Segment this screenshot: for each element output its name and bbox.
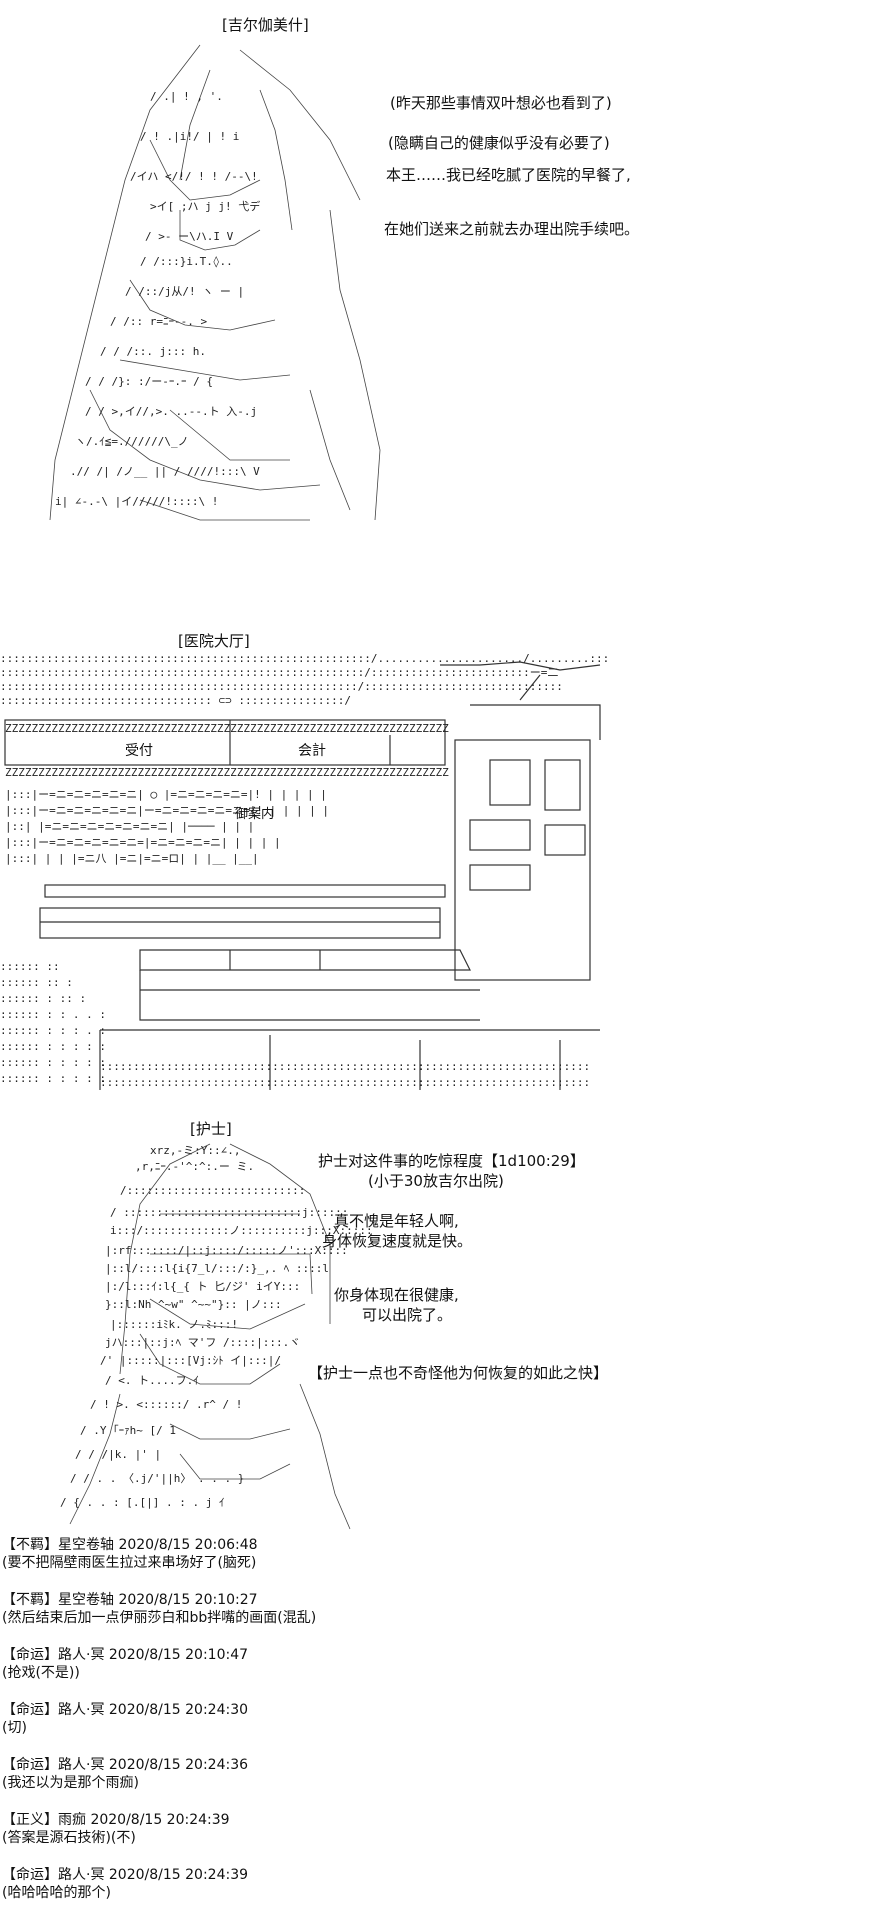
comment-item: 【不羁】星空卷轴 2020/8/15 20:06:48 (要不把隔壁雨医生拉过来… — [2, 1536, 258, 1572]
svg-text::::::: : : : . :: :::::: : : : . : — [0, 1024, 106, 1037]
svg-text::::::: : : : : :: :::::: : : : : : — [0, 1040, 106, 1053]
svg-text:i:::/:::::::::::::ノ::::::::::j: i:::/:::::::::::::ノ::::::::::j:::X::::::… — [110, 1224, 370, 1237]
svg-text:}::l:Nh ^~w" ^~~"}:: |ノ:::: }::l:Nh ^~w" ^~~"}:: |ノ::: — [105, 1298, 282, 1311]
svg-text:>イ[ ;ハ j j! 弋デ: >イ[ ;ハ j j! 弋デ — [150, 199, 260, 213]
svg-text:ZZZZZZZZZZZZZZZZZZZZZZZZZZZZZZ: ZZZZZZZZZZZZZZZZZZZZZZZZZZZZZZZZZZZZZZZZ… — [5, 766, 449, 779]
comment-item: 【不羁】星空卷轴 2020/8/15 20:10:27 (然后结束后加一点伊丽莎… — [2, 1591, 316, 1627]
comment-body: (然后结束后加一点伊丽莎白和bb拌嘴的画面(混乱) — [2, 1610, 317, 1626]
scene3-line: 护士对这件事的吃惊程度【1d100:29】 — [318, 1152, 585, 1170]
svg-text:|::::::iﾐk. ノ.ﾐ:::!: |::::::iﾐk. ノ.ﾐ:::! — [110, 1318, 238, 1331]
scene3-line: (小于30放吉尔出院) — [368, 1172, 504, 1190]
comment-header: 【命运】路人·冥 2020/8/15 20:24:36 — [2, 1757, 249, 1773]
scene3-line: 身体恢复速度就是快。 — [322, 1232, 473, 1250]
svg-text:/ >- ー\ハ.I V: / >- ー\ハ.I V — [145, 230, 234, 243]
svg-text::::::: ::: :::::: :: — [0, 960, 60, 973]
comment-body: (切) — [2, 1720, 27, 1736]
scene-title: [护士] — [190, 1120, 232, 1138]
svg-text:::::::::::::::::::::::::::::::: :::::::::::::::::::::::::::::::: ⊂⊃ ::::… — [0, 694, 351, 707]
scene-gilgamesh: [吉尔伽美什] / .| ! , '. / ! .|i!/ | ! i /イハ … — [0, 0, 890, 521]
svg-text:::::::::::::::::::::::::::::::: ::::::::::::::::::::::::::::::::::::::::… — [100, 1060, 590, 1073]
scene3-line: 【护士一点也不奇怪他为何恢复的如此之快】 — [308, 1364, 609, 1382]
comment-body: (哈哈哈哈的那个) — [2, 1885, 111, 1901]
comment-body: (要不把隔壁雨医生拉过来串场好了(脑死) — [2, 1555, 257, 1571]
svg-text:/ / >,イ//,>. ..--.ト 入-.j: / / >,イ//,>. ..--.ト 入-.j — [85, 405, 257, 418]
svg-text:i| ∠-.-\ |イ/////!::::\ !: i| ∠-.-\ |イ/////!::::\ ! — [55, 495, 218, 508]
svg-text:::::::::::::::::::::::::::::::: ::::::::::::::::::::::::::::::::::::::::… — [0, 680, 563, 693]
information-sign: 御案内 — [235, 806, 274, 821]
svg-text:|:::|ー=ニ=ニ=ニ=ニ=ニ| ◯ |=ニ=ニ=ニ=ニ=: |:::|ー=ニ=ニ=ニ=ニ=ニ| ◯ |=ニ=ニ=ニ=ニ=|! | | | |… — [5, 788, 327, 801]
comment-item: 【命运】路人·冥 2020/8/15 20:10:47 (抢戏(不是)) — [2, 1646, 248, 1682]
svg-text:/:::::::::::::::::::::::::::: /::::::::::::::::::::::::::: — [120, 1184, 305, 1197]
scene3-line: 可以出院了。 — [362, 1306, 453, 1324]
svg-text:/ /:: r=ﾆｰ--. >: / /:: r=ﾆｰ--. > — [110, 315, 207, 328]
svg-text:|::| |=ニ=ニ=ニ=ニ=ニ=ニ=ニ| |────: |::| |=ニ=ニ=ニ=ニ=ニ=ニ=ニ| |──── | | | — [5, 820, 254, 833]
comment-item: 【命运】路人·冥 2020/8/15 20:24:30 (切) — [2, 1701, 248, 1737]
svg-text:.// /| /ノ__ || / ////!:::\ V: .// /| /ノ__ || / ////!:::\ V — [70, 465, 260, 478]
svg-text:/ :::::::::::::::::::::::::::j: / :::::::::::::::::::::::::::j:::::: — [110, 1206, 348, 1219]
svg-text:/ ! .|i!/ | ! i: / ! .|i!/ | ! i — [140, 130, 239, 143]
hospital-hall-ascii-art: ::::::::::::::::::::::::::::::::::::::::… — [0, 652, 609, 1090]
svg-text:/ / /|k. |' |: / / /|k. |' | — [75, 1448, 161, 1461]
comment-item: 【命运】路人·冥 2020/8/15 20:24:36 (我还以为是那个雨痂) — [2, 1756, 248, 1792]
scene1-line: (隐瞒自己的健康似乎没有必要了) — [388, 134, 610, 152]
svg-text:ヽ/.ｲ≦=.//////\_ノ: ヽ/.ｲ≦=.//////\_ノ — [75, 435, 189, 448]
svg-text:xrz,-ミ:Y::∠.,: xrz,-ミ:Y::∠., — [150, 1144, 240, 1157]
scene1-line: (昨天那些事情双叶想必也看到了) — [390, 94, 612, 112]
svg-text::::::: : : . . :: :::::: : : . . : — [0, 1008, 106, 1021]
scene3-line: 你身体现在很健康, — [334, 1286, 459, 1304]
svg-text:|::l/::::l{i{7_l/:::/:}_,. ﾍ :: |::l/::::l{i{7_l/:::/:}_,. ﾍ ::::l — [105, 1262, 329, 1275]
svg-text:/ { . . : [.[|] . : .: / { . . : [.[|] . : . j ｲ — [60, 1496, 224, 1509]
svg-text:/ .| ! , '.: / .| ! , '. — [150, 90, 223, 103]
svg-text:::::::::::::::::::::::::::::::: ::::::::::::::::::::::::::::::::::::::::… — [0, 652, 609, 665]
svg-text:|:rf:::::::/|::j::::/:::::ノ'::: |:rf:::::::/|::j::::/:::::ノ':::X:::: — [105, 1244, 348, 1257]
comment-header: 【不羁】星空卷轴 2020/8/15 20:10:27 — [2, 1592, 258, 1608]
svg-text:/ / . . 〈.j/'||h〉 . .: / / . . 〈.j/'||h〉 . . . } — [70, 1472, 244, 1485]
nurse-ascii-art: xrz,-ミ:Y::∠., ,r,ﾆｰ.-'^:^:.ー ミ. /:::::::… — [60, 1143, 370, 1530]
svg-text:|:::|ー=ニ=ニ=ニ=ニ=ニ=|=ニ=ニ=ニ=ニ| |: |:::|ー=ニ=ニ=ニ=ニ=ニ=|=ニ=ニ=ニ=ニ| | | | | — [5, 836, 281, 849]
scene-hospital-hall: [医院大厅] :::::::::::::::::::::::::::::::::… — [0, 630, 890, 1100]
scene-title: [医院大厅] — [178, 632, 250, 650]
comment-header: 【命运】路人·冥 2020/8/15 20:24:39 — [2, 1867, 249, 1883]
svg-text:/ /::/j从/! ヽ ー |: / /::/j从/! ヽ ー | — [125, 285, 244, 298]
accounting-sign: 会計 — [298, 742, 326, 758]
svg-text::::::: : : : : :: :::::: : : : : : — [0, 1072, 106, 1085]
scene-nurse: [护士] xrz,-ミ:Y::∠., ,r,ﾆｰ.-'^:^:.ー ミ. /::… — [0, 1118, 890, 1538]
svg-text::::::: : : : : :: :::::: : : : : : — [0, 1056, 106, 1069]
comment-header: 【命运】路人·冥 2020/8/15 20:10:47 — [2, 1647, 249, 1663]
svg-text:/イハ </!/ ! ! /--\!: /イハ </!/ ! ! /--\! — [130, 170, 258, 183]
comment-body: (答案是源石技術)(不) — [2, 1830, 136, 1846]
svg-text:/ / /::. j::: h.: / / /::. j::: h. — [100, 345, 206, 358]
comment-header: 【正义】雨痂 2020/8/15 20:24:39 — [2, 1812, 230, 1828]
scene-title: [吉尔伽美什] — [222, 16, 309, 34]
svg-text:ZZZZZZZZZZZZZZZZZZZZZZZZZZZZZZ: ZZZZZZZZZZZZZZZZZZZZZZZZZZZZZZZZZZZZZZZZ… — [5, 722, 449, 735]
svg-text:::::::::::::::::::::::::::::::: ::::::::::::::::::::::::::::::::::::::::… — [0, 666, 558, 679]
comment-header: 【命运】路人·冥 2020/8/15 20:24:30 — [2, 1702, 249, 1718]
svg-text:/ / /}: :/ー-ｰ.ｰ / {: / / /}: :/ー-ｰ.ｰ / { — [85, 375, 213, 388]
svg-text:/ ! >. <::::::/ .r^ /: / ! >. <::::::/ .r^ / ! — [90, 1398, 242, 1411]
comment-header: 【不羁】星空卷轴 2020/8/15 20:06:48 — [2, 1537, 258, 1553]
svg-text::::::: : :: :: :::::: : :: : — [0, 992, 86, 1005]
svg-text:|:::|ー=ニ=ニ=ニ=ニ=ニ|ー=ニ=ニ=ニ=ニ=ニ=|: |:::|ー=ニ=ニ=ニ=ニ=ニ|ー=ニ=ニ=ニ=ニ=ニ=|! | | | | … — [5, 804, 329, 817]
svg-text:jハ:::|::j:ﾍ マ'フ /::::|:::: jハ:::|::j:ﾍ マ'フ /::::|:::.ヾ — [105, 1336, 300, 1349]
svg-text:|:/l:::ｲ:l{_{ ト 匕/ジ' iイY:::: |:/l:::ｲ:l{_{ ト 匕/ジ' iイY::: — [105, 1280, 300, 1293]
svg-text:,r,ﾆｰ.-'^:^:.ー ミ.: ,r,ﾆｰ.-'^:^:.ー ミ. — [135, 1160, 254, 1173]
comment-body: (我还以为是那个雨痂) — [2, 1775, 139, 1791]
reception-sign: 受付 — [125, 742, 153, 758]
svg-text:/' |:::::|:::[Vj:ｼﾄ イ|:::|/: /' |:::::|:::[Vj:ｼﾄ イ|:::|/ — [100, 1354, 281, 1367]
svg-text:|:::| | | |=ニ八 |=ニ|=ニ=ロ|: |:::| | | |=ニ八 |=ニ|=ニ=ロ| | |__ |__| — [5, 852, 259, 865]
comment-body: (抢戏(不是)) — [2, 1665, 80, 1681]
scene1-line: 本王……我已经吃腻了医院的早餐了, — [386, 166, 631, 184]
gilgamesh-ascii-art: / .| ! , '. / ! .|i!/ | ! i /イハ </!/ ! !… — [49, 44, 381, 521]
comment-item: 【命运】路人·冥 2020/8/15 20:24:39 (哈哈哈哈的那个) — [2, 1866, 248, 1902]
scene3-line: 真不愧是年轻人啊, — [334, 1212, 459, 1230]
svg-text:/ .Y ｢ｰｧh~ [/ 1: / .Y ｢ｰｧh~ [/ 1 — [80, 1424, 176, 1437]
comment-item: 【正义】雨痂 2020/8/15 20:24:39 (答案是源石技術)(不) — [2, 1811, 230, 1847]
svg-text:/ <. ト....フ.ｲ: / <. ト....フ.ｲ — [105, 1374, 199, 1387]
scene1-line: 在她们送来之前就去办理出院手续吧。 — [384, 220, 640, 238]
svg-text::::::: :: :: :::::: :: : — [0, 976, 73, 989]
svg-text:::::::::::::::::::::::::::::::: ::::::::::::::::::::::::::::::::::::::::… — [100, 1076, 590, 1089]
svg-text:/ /:::}i.T.◊..: / /:::}i.T.◊.. — [140, 255, 233, 268]
